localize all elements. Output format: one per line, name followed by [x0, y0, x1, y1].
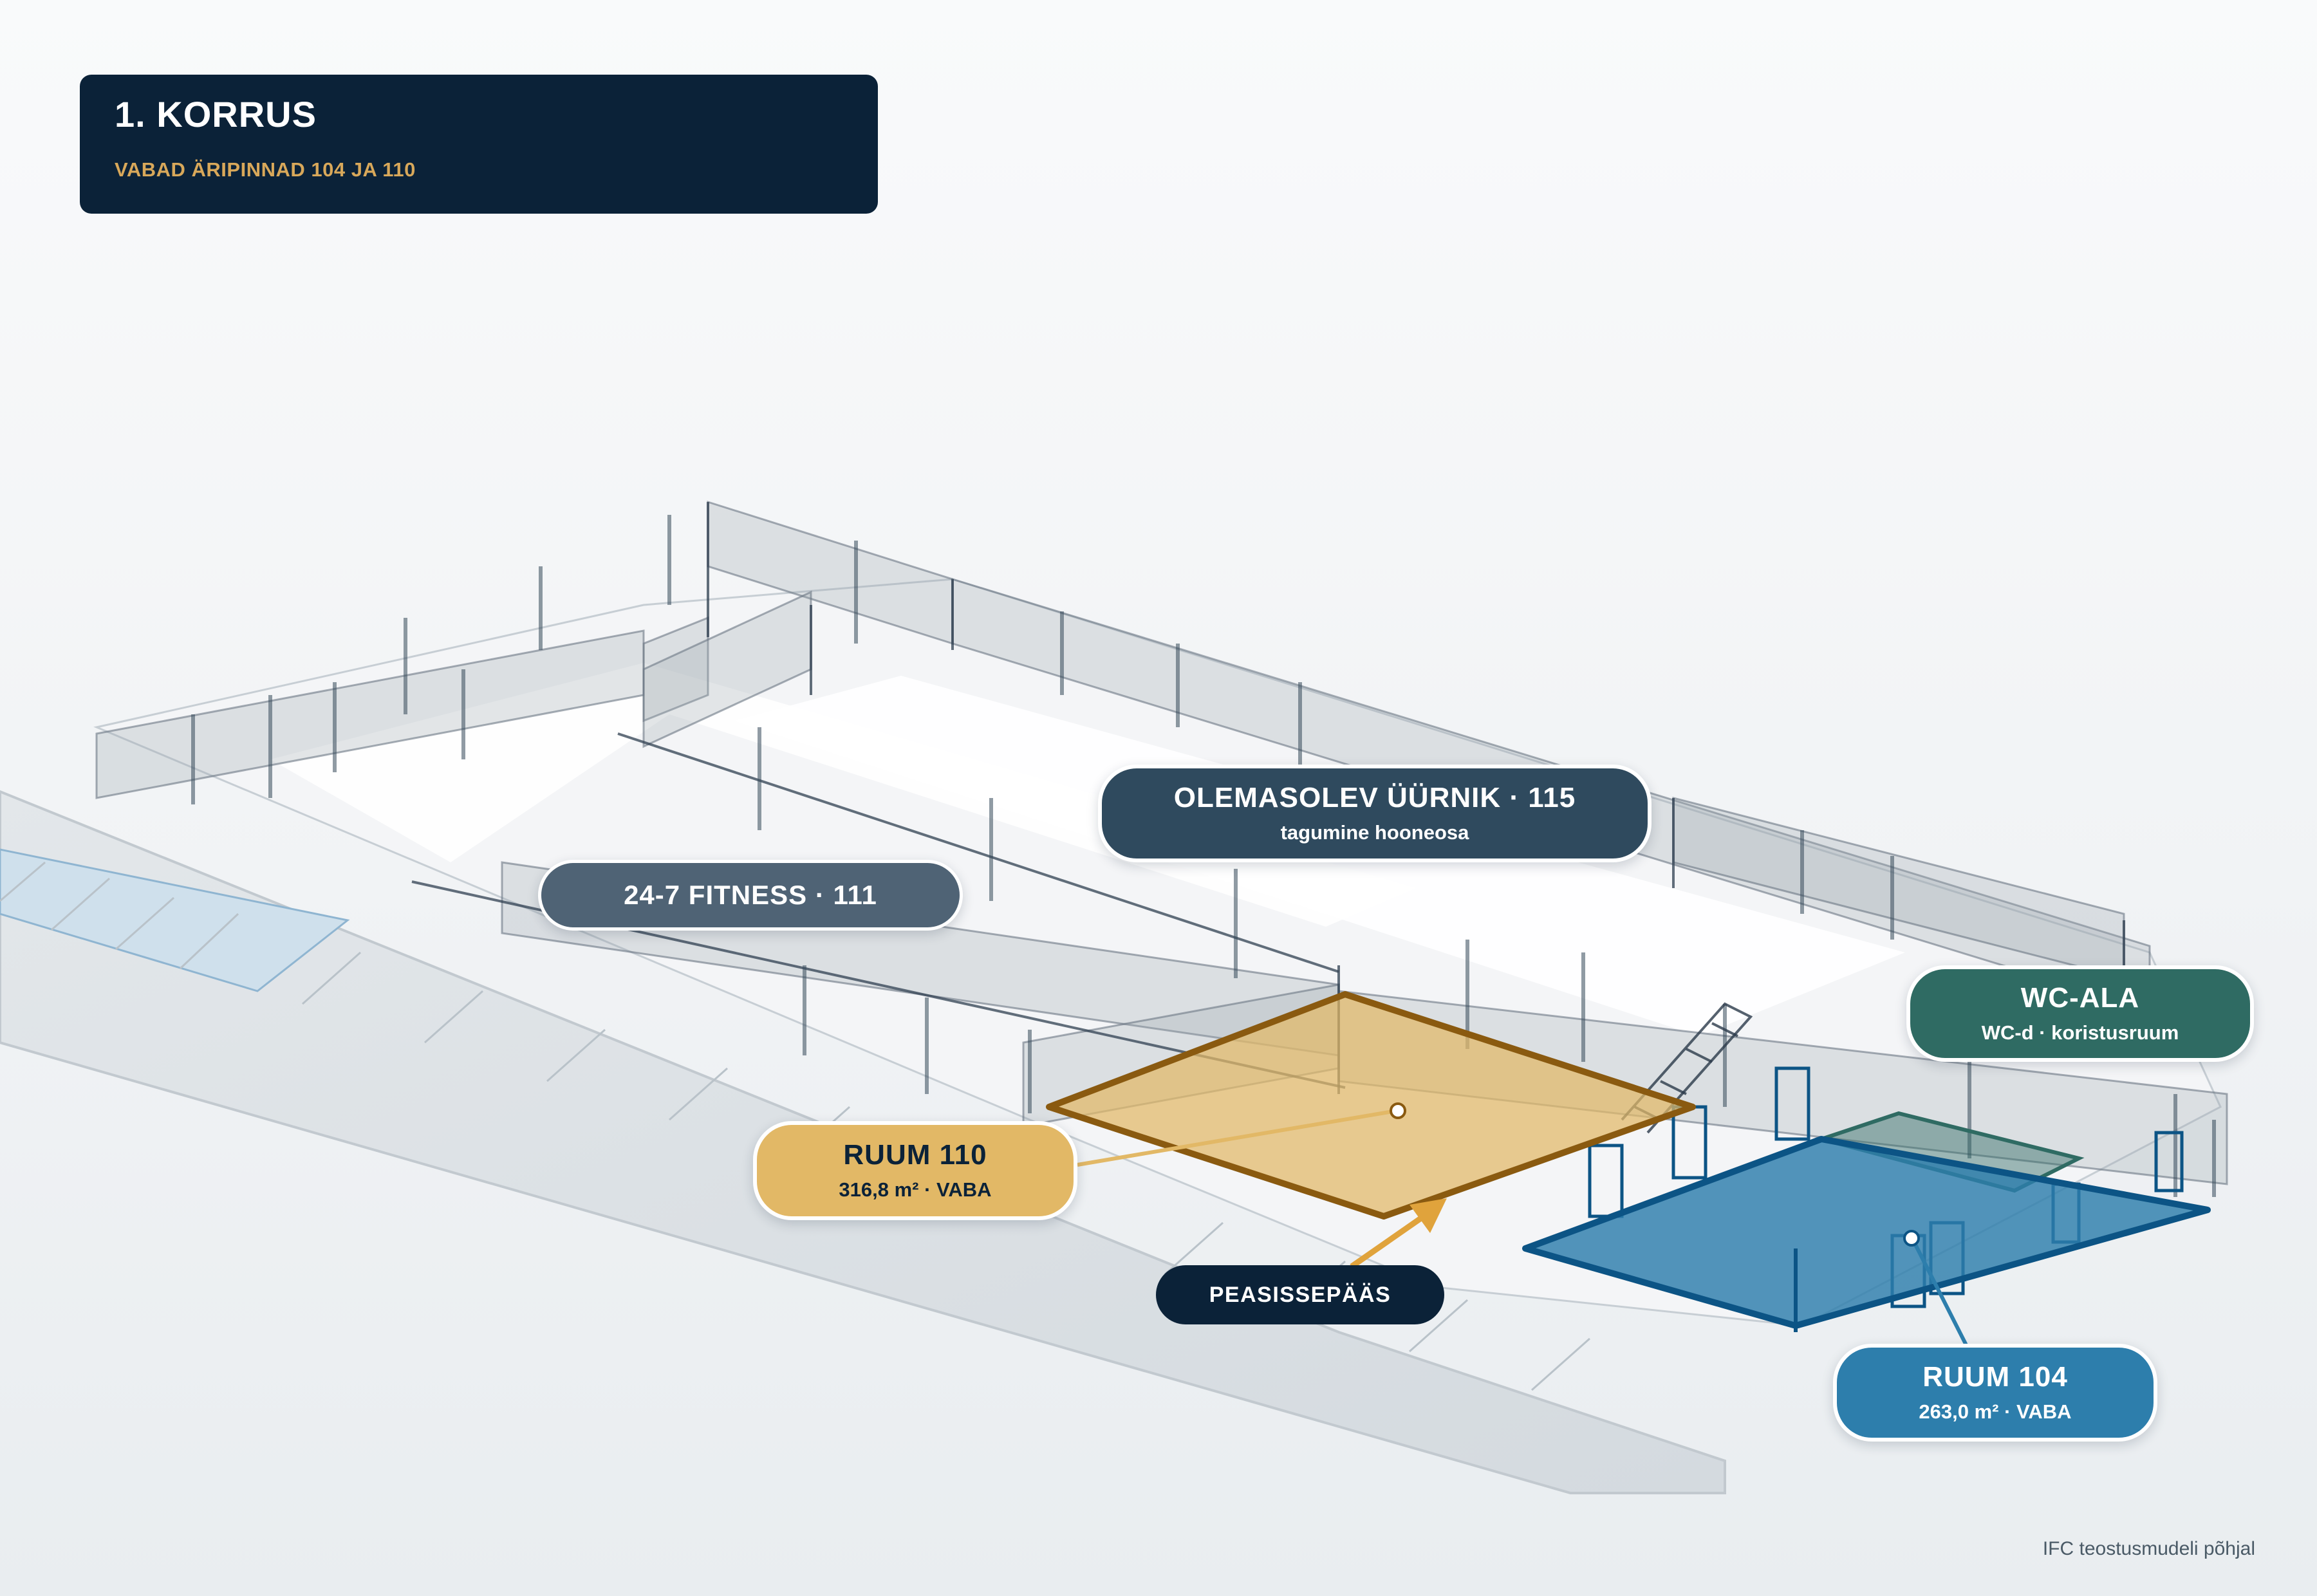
room-110-area — [1046, 991, 1696, 1220]
entrance-arrow — [1350, 1198, 1447, 1269]
floor-title: 1. KORRUS — [115, 94, 317, 135]
floor-title-panel: 1. KORRUS VABAD ÄRIPINNAD 104 JA 110 — [80, 75, 878, 214]
room-110-label: RUUM 110 316,8 m² · VABA — [753, 1121, 1077, 1220]
room-104-subtitle: 263,0 m² · VABA — [1919, 1400, 2072, 1424]
main-entrance-label: PEASISSEPÄÄS — [1156, 1265, 1444, 1324]
fitness-111-title: 24-7 FITNESS · 111 — [624, 879, 877, 910]
leader-lines — [1077, 1102, 1971, 1353]
floor-subtitle: VABAD ÄRIPINNAD 104 JA 110 — [115, 158, 416, 181]
wc-area-label: WC-ALA WC-d · koristusruum — [1906, 965, 2254, 1062]
wall-panels — [95, 500, 2228, 1185]
source-note: IFC teostusmudeli põhjal — [2042, 1538, 2255, 1559]
tenant-115-title: OLEMASOLEV ÜÜRNIK · 115 — [1173, 781, 1576, 813]
room-104-label: RUUM 104 263,0 m² · VABA — [1833, 1344, 2157, 1442]
room-110-subtitle: 316,8 m² · VABA — [839, 1178, 992, 1202]
tenant-115-subtitle: tagumine hooneosa — [1280, 821, 1469, 844]
tenant-115-label: OLEMASOLEV ÜÜRNIK · 115 tagumine hooneos… — [1098, 765, 1652, 862]
wc-area-title: WC-ALA — [2020, 981, 2140, 1014]
room-104-area — [1522, 1136, 2211, 1332]
room-104-title: RUUM 104 — [1922, 1360, 2068, 1393]
model-columns — [191, 515, 2216, 1197]
room-110-title: RUUM 110 — [843, 1138, 987, 1171]
wc-area-subtitle: WC-d · koristusruum — [1981, 1021, 2179, 1044]
fitness-111-label: 24-7 FITNESS · 111 — [538, 860, 963, 931]
